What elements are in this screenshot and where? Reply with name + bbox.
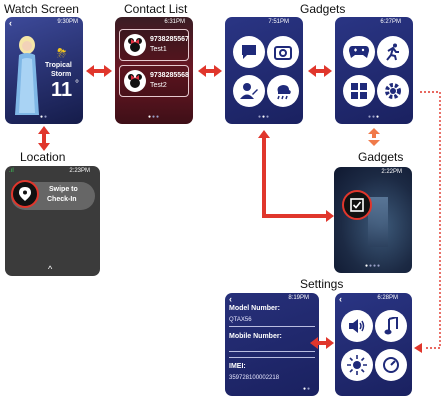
mobile-label: Mobile Number:	[229, 333, 282, 340]
minnie-avatar-icon	[124, 34, 146, 56]
minnie-avatar-icon	[124, 70, 146, 92]
label-gadgets-mid: Gadgets	[358, 150, 404, 164]
contact-row-1[interactable]: 9738285567 Test1	[119, 29, 189, 61]
gear-icon[interactable]	[377, 75, 409, 107]
divider	[229, 357, 315, 358]
temperature: 11	[51, 79, 73, 101]
contact-number: 9738285568	[150, 72, 189, 79]
watch-time: 9:30PM	[57, 19, 78, 25]
dotted-connector	[420, 91, 441, 349]
imei-label: IMEI:	[229, 363, 246, 370]
signal-icon: .ıl	[9, 168, 14, 174]
back-icon[interactable]: ‹	[9, 18, 12, 28]
page-dots: ●●●	[367, 114, 381, 120]
contact-row-2[interactable]: 9738285568 Test2	[119, 65, 189, 97]
gadgets2-time: 6:27PM	[380, 19, 401, 25]
label-watch-screen: Watch Screen	[4, 2, 79, 16]
weather-line2: Storm	[51, 71, 72, 78]
swipe-line2: Check-In	[47, 196, 77, 203]
location-time: 2:23PM	[69, 168, 90, 174]
contact-number: 9738285567	[150, 36, 189, 43]
page-dots: ●●	[302, 386, 311, 392]
camera-icon[interactable]	[267, 36, 299, 68]
degree-symbol: °	[75, 79, 79, 90]
swipe-line1: Swipe to	[49, 186, 78, 193]
page-dots: ●●●	[257, 114, 271, 120]
page-dots: ●●	[39, 114, 49, 120]
lightning-cloud-icon: ⛈	[57, 46, 67, 60]
hallway-scene	[368, 197, 388, 247]
gadgets-screen-1[interactable]: 7:51PM ●●●	[225, 17, 303, 124]
contact-name: Test2	[150, 82, 167, 89]
double-arrow-icon	[38, 126, 50, 151]
page-dots: ●●●●	[364, 263, 382, 269]
gadgets3-time: 2:22PM	[381, 169, 402, 175]
calculator-icon[interactable]	[343, 75, 375, 107]
contacts-time: 6:31PM	[164, 19, 185, 25]
model-label: Model Number:	[229, 305, 280, 312]
double-arrow-icon	[308, 65, 332, 77]
gadgets-screen-2[interactable]: 6:27PM ●●●	[335, 17, 413, 124]
weather-icon[interactable]	[267, 75, 299, 107]
label-gadgets-top: Gadgets	[300, 2, 346, 16]
chat-icon[interactable]	[233, 36, 265, 68]
runner-icon[interactable]	[377, 36, 409, 68]
weather-line1: Tropical	[45, 62, 72, 69]
model-value: QTAX56	[229, 317, 252, 323]
volume-icon[interactable]	[341, 310, 373, 342]
label-settings: Settings	[300, 277, 344, 291]
page-dots: ●●●	[147, 114, 161, 120]
divider	[229, 351, 315, 352]
elsa-character-image	[13, 35, 41, 117]
music-note-icon[interactable]	[375, 310, 407, 342]
label-location: Location	[20, 150, 66, 164]
location-screen[interactable]: .ıl 2:23PM Swipe to Check-In ^	[5, 166, 100, 276]
gamepad-icon[interactable]	[343, 36, 375, 68]
brightness-icon[interactable]	[341, 349, 373, 381]
dotted-arrowhead	[414, 343, 422, 353]
label-contact-list: Contact List	[124, 2, 188, 16]
back-icon[interactable]: ‹	[339, 294, 342, 304]
gadgets-screen-3[interactable]: 2:22PM ●●●●	[334, 167, 412, 273]
timer-icon[interactable]	[375, 349, 407, 381]
info-time: 8:19PM	[288, 295, 309, 301]
settings-screen[interactable]: ‹ 6:28PM	[335, 293, 412, 396]
divider	[229, 326, 315, 327]
double-arrow-icon	[368, 128, 380, 146]
double-arrow-icon	[198, 65, 222, 77]
back-icon[interactable]: ‹	[229, 294, 232, 304]
imei-value: 359728100002218	[229, 375, 280, 381]
profile-edit-icon[interactable]	[233, 75, 265, 107]
chevron-up-icon[interactable]: ^	[48, 264, 53, 274]
checklist-icon[interactable]	[342, 190, 372, 220]
contact-name: Test1	[150, 46, 167, 53]
settings-time: 6:28PM	[377, 295, 398, 301]
elbow-arrow	[258, 130, 334, 222]
double-arrow-icon	[86, 65, 112, 77]
device-info-screen[interactable]: ‹ 8:19PM Model Number: QTAX56 Mobile Num…	[225, 293, 319, 396]
contact-list-screen[interactable]: 6:31PM 9738285567 Test1 9738285568 Test2…	[115, 17, 193, 124]
map-pin-icon[interactable]	[11, 180, 39, 208]
gadgets1-time: 7:51PM	[268, 19, 289, 25]
watch-screen[interactable]: ‹ 9:30PM ⛈ Tropical Storm 11 ° ●●	[5, 17, 83, 124]
